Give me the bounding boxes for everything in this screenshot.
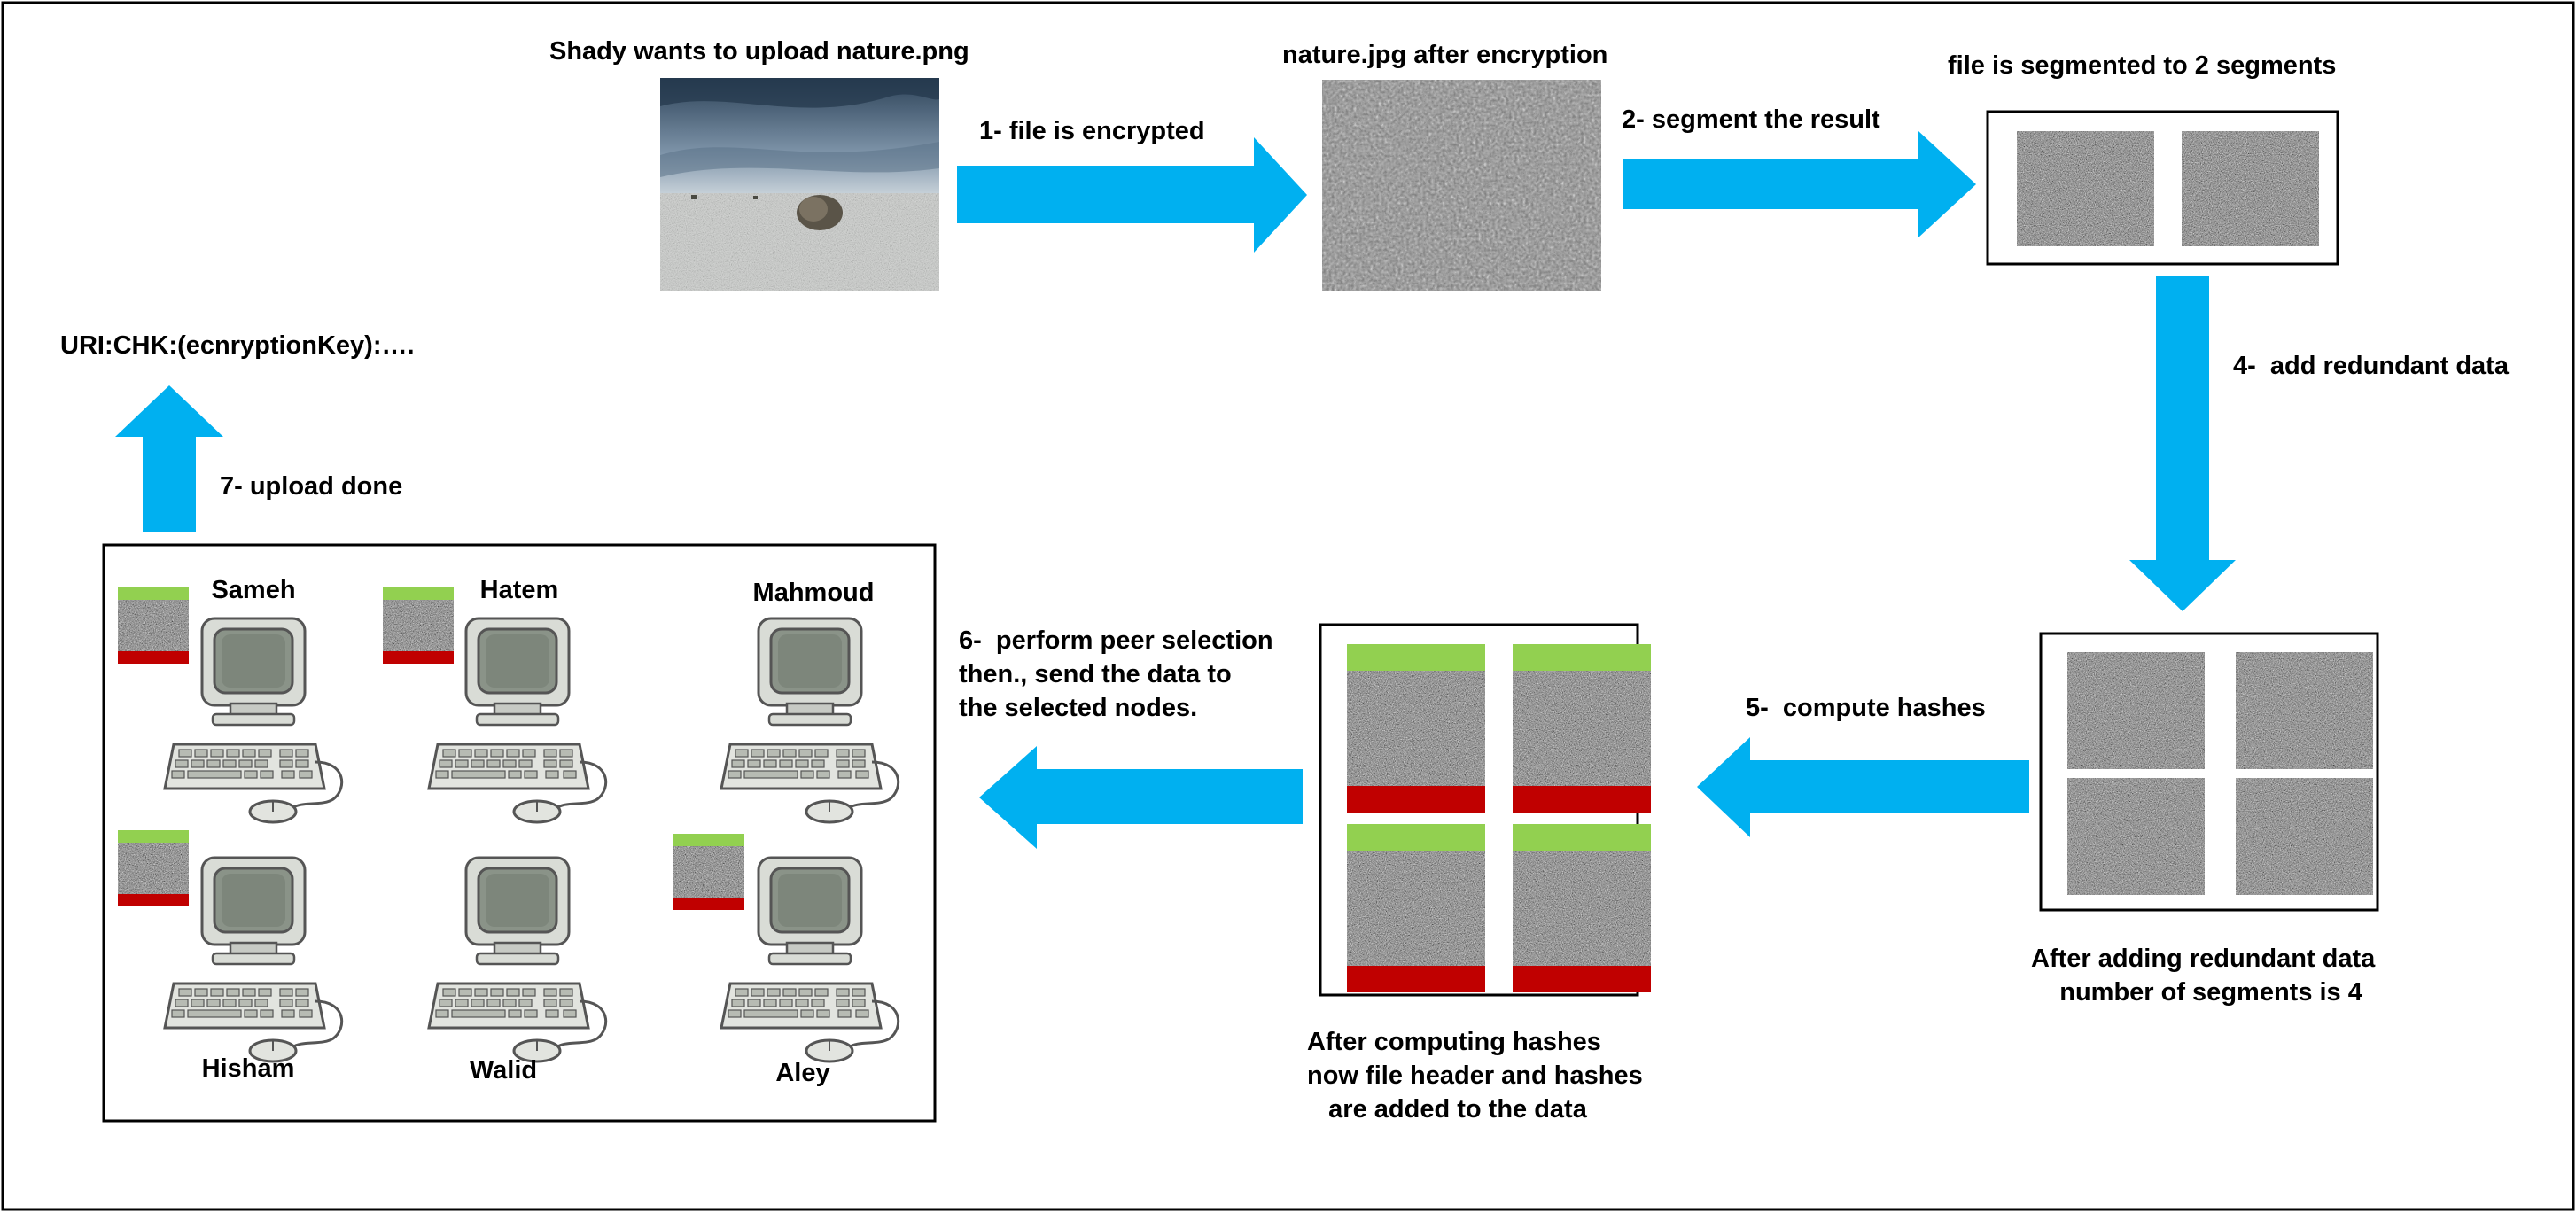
- node-name-hatem: Hatem: [479, 576, 559, 604]
- arrow-step2: [1623, 131, 1976, 237]
- step4-label: 4- add redundant data: [2233, 352, 2509, 380]
- arrow-step7: [115, 385, 223, 532]
- redundant-box: [2039, 632, 2379, 912]
- step1-label: 1- file is encrypted: [979, 117, 1205, 145]
- step5-label: 5- compute hashes: [1746, 694, 1986, 722]
- node-segment: [118, 830, 189, 906]
- step2-label: 2- segment the result: [1622, 105, 1880, 134]
- original-file-title: Shady wants to upload nature.png: [549, 37, 969, 66]
- node-name-sameh: Sameh: [211, 576, 296, 604]
- hashes-box: [1319, 623, 1651, 997]
- encrypted-file-title: nature.jpg after encryption: [1282, 41, 1608, 69]
- node-segment: [383, 587, 454, 664]
- arrow-step4: [2129, 276, 2236, 611]
- node-name-walid: Walid: [469, 1056, 538, 1085]
- node-segment: [118, 587, 189, 664]
- step7-label: 7- upload done: [220, 472, 403, 501]
- node-name-aley: Aley: [775, 1059, 830, 1087]
- node-name-mahmoud: Mahmoud: [752, 579, 875, 607]
- node-name-hisham: Hisham: [201, 1054, 295, 1083]
- node-segment: [673, 834, 744, 910]
- segmented-box: [1986, 110, 2339, 266]
- redundant-caption: After adding redundant data number of se…: [2031, 945, 2376, 1007]
- hashes-caption: After computing hashes now file header a…: [1307, 1028, 1643, 1124]
- step6-label: 6- perform peer selection then., send th…: [959, 626, 1273, 722]
- arrow-step1: [957, 137, 1307, 253]
- segmented-title: file is segmented to 2 segments: [1948, 51, 2337, 80]
- arrow-step5: [1697, 737, 2029, 837]
- arrow-step6: [979, 746, 1303, 849]
- encrypted-image: [1322, 80, 1601, 291]
- nature-photo: [660, 78, 939, 291]
- uri-label: URI:CHK:(ecnryptionKey):….: [60, 331, 415, 360]
